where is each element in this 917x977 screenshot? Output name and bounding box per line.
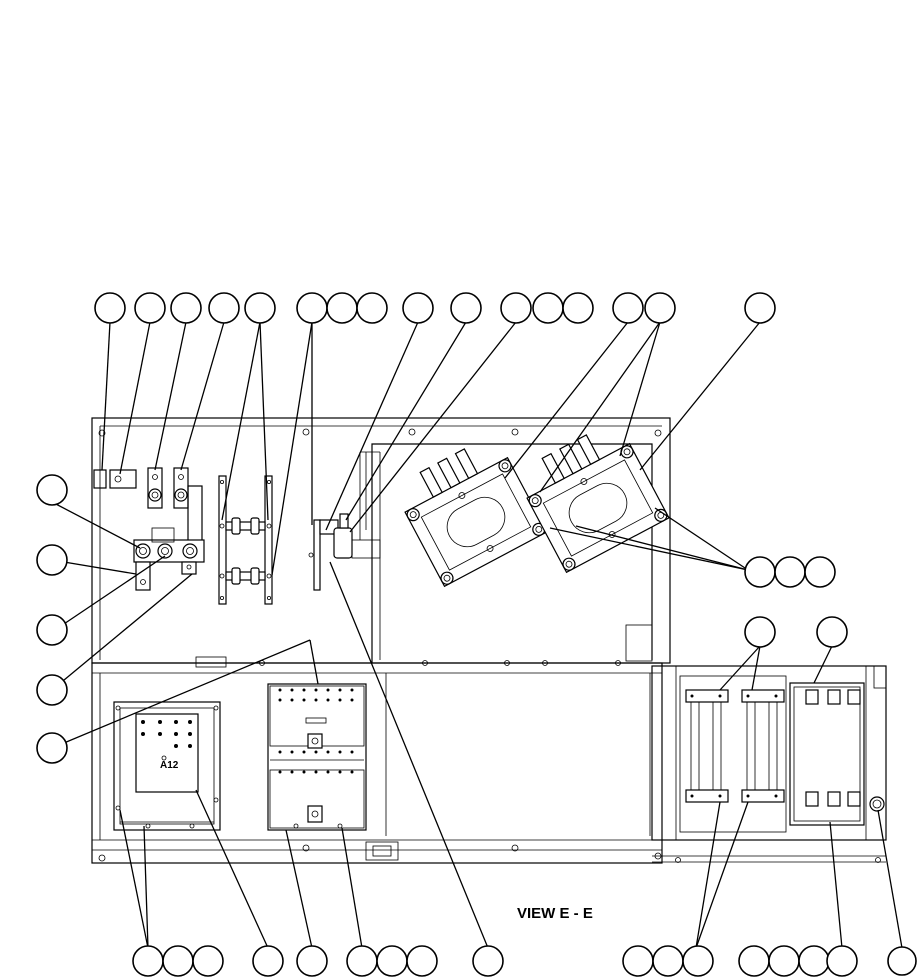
terminal-lugs [93, 467, 205, 591]
leader-lines [51, 321, 903, 949]
contactor-pins-top [278, 688, 354, 774]
contactor-module [267, 683, 367, 831]
fuse-holder-2 [741, 689, 785, 803]
fuse-holder-1 [685, 689, 729, 803]
lower-chassis [91, 656, 663, 864]
a12-module: A12 [113, 701, 221, 831]
relay-block [789, 682, 865, 826]
callout-balloons-bottom [132, 945, 917, 977]
callout-balloons-right [744, 556, 848, 648]
transformer-1 [404, 448, 548, 588]
transformer-2 [526, 434, 670, 574]
callout-balloons-top [94, 292, 776, 324]
callout-balloons-left [36, 474, 68, 764]
center-bracket [308, 513, 381, 591]
right-subpanel [651, 665, 887, 863]
a12-label: A12 [160, 760, 179, 771]
bus-bar-assembly [218, 475, 273, 605]
view-label: VIEW E - E [517, 905, 593, 922]
